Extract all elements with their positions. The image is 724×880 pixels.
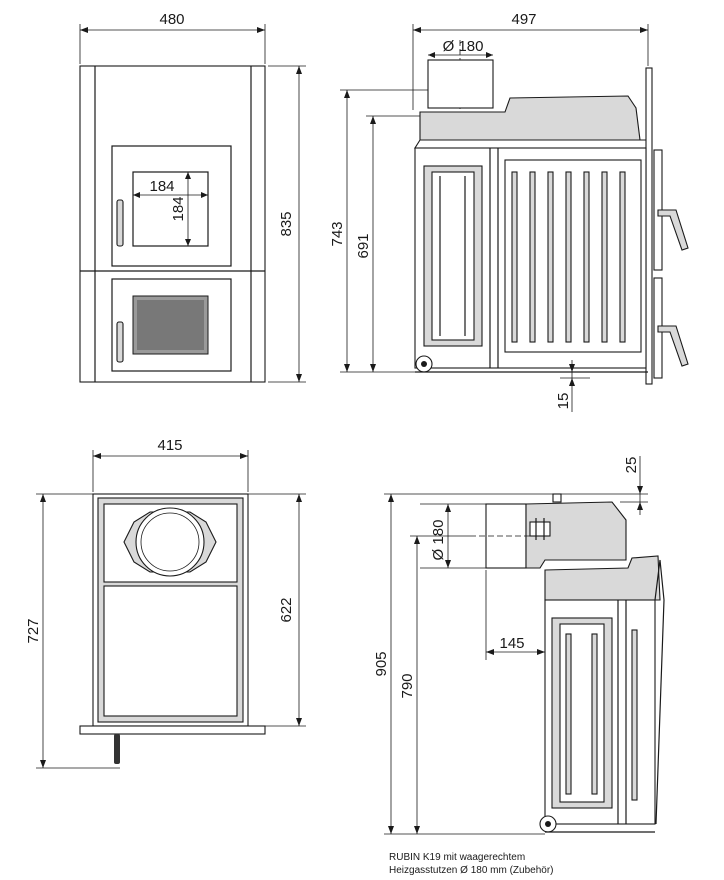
door-handle-lower (116, 321, 124, 363)
side-view-horizontal: 25 Ø 180 (373, 456, 665, 835)
dim-h-flue-offset: 145 (499, 635, 524, 652)
flue-collar (427, 59, 494, 109)
lower-door (111, 278, 232, 372)
top-handle (114, 734, 120, 764)
flue-opening-top (135, 507, 205, 577)
dim-side-foot: 15 (555, 393, 572, 410)
dim-side-total: 743 (329, 221, 346, 246)
side-handle-upper (657, 209, 689, 251)
dim-top-depth-body: 622 (278, 597, 295, 622)
side-handle-lower (657, 325, 689, 367)
caption: RUBIN K19 mit waagerechtem Heizgasstutze… (389, 851, 554, 877)
dim-h-top-offset: 25 (623, 457, 640, 474)
caption-line-2: Heizgasstutzen Ø 180 mm (Zubehör) (389, 865, 554, 876)
side-view: 497 Ø 180 (329, 11, 689, 412)
dim-front-height: 835 (278, 211, 295, 236)
top-casting-horizontal (525, 501, 627, 569)
top-view: 415 727 622 (25, 437, 306, 769)
upper-door (111, 145, 232, 267)
side-fins-left (439, 176, 466, 336)
dim-side-depth: 497 (511, 11, 536, 28)
fins-horizontal (565, 629, 638, 801)
viewing-window (132, 171, 209, 247)
door-handle-upper (116, 199, 124, 247)
dim-side-flue-height: 691 (355, 233, 372, 258)
dim-front-width: 480 (159, 11, 184, 28)
back-plate (645, 67, 653, 385)
dim-h-total: 905 (373, 651, 390, 676)
dim-h-flue-height: 790 (399, 673, 416, 698)
dim-window-height: 184 (170, 196, 187, 221)
side-fins-right (511, 171, 626, 343)
dim-top-depth-total: 727 (25, 618, 42, 643)
dim-window-width: 184 (149, 178, 174, 195)
dim-side-flue: Ø 180 (443, 38, 484, 55)
dim-h-flue-diameter: Ø 180 (430, 520, 447, 561)
front-view: 480 184 184 835 (79, 11, 306, 383)
dim-top-width: 415 (157, 437, 182, 454)
caption-line-1: RUBIN K19 mit waagerechtem (389, 852, 526, 863)
